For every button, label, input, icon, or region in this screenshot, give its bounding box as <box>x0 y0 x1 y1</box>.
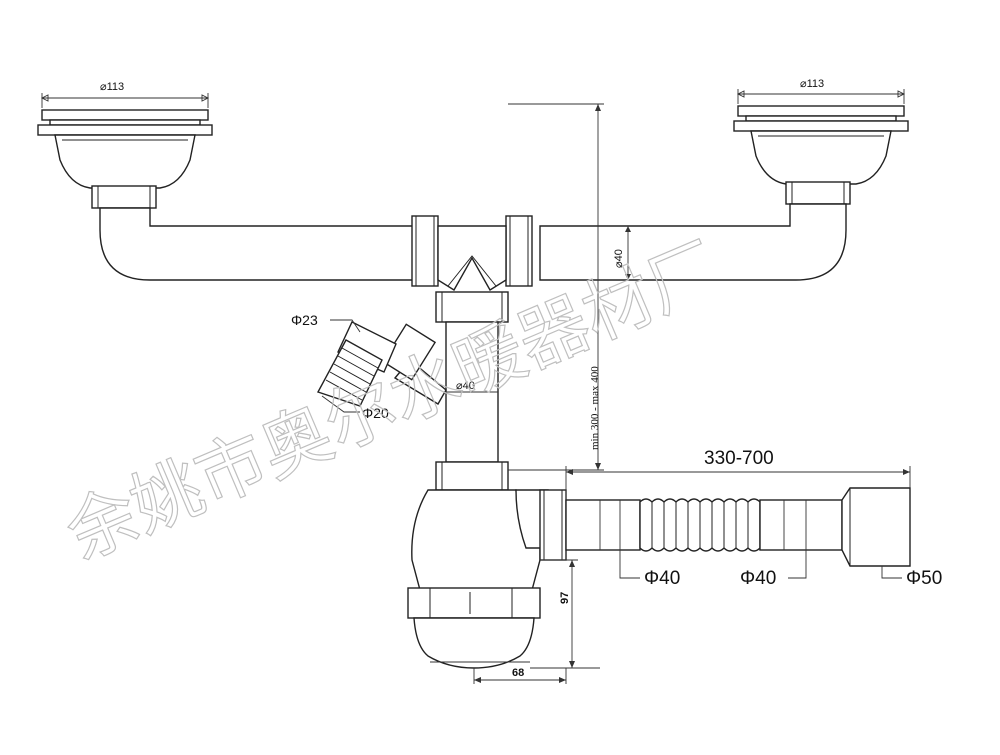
pipe-diameter-label: ⌀40 <box>613 249 625 268</box>
trap-height-label: 97 <box>559 592 571 604</box>
side-inlet <box>316 319 447 413</box>
hose-inlet-label: Φ40 <box>644 568 680 589</box>
left-strainer <box>37 93 213 209</box>
side-inlet-outer-label: Φ23 <box>291 312 318 328</box>
connecting-pipe <box>99 203 847 291</box>
hose-length-label: 330-700 <box>704 448 774 469</box>
right-strainer-diameter-label: ⌀113 <box>800 78 824 90</box>
height-range-label: min 300 - max 400 <box>589 366 601 450</box>
left-strainer-diameter-label: ⌀113 <box>100 81 124 93</box>
hose-mid-label: Φ40 <box>740 568 776 589</box>
hose-outlet-label: Φ50 <box>906 568 942 589</box>
flexible-hose <box>539 487 911 567</box>
hose-barb-ribs <box>316 339 383 407</box>
corrugated-section <box>639 498 761 552</box>
side-inlet-inner-label: Φ20 <box>362 405 389 421</box>
bottle-trap <box>407 489 549 669</box>
trap-offset-label: 68 <box>512 667 524 679</box>
dimension-lines <box>446 103 911 684</box>
right-strainer <box>733 89 909 205</box>
riser-diameter-label: ⌀40 <box>456 380 475 392</box>
